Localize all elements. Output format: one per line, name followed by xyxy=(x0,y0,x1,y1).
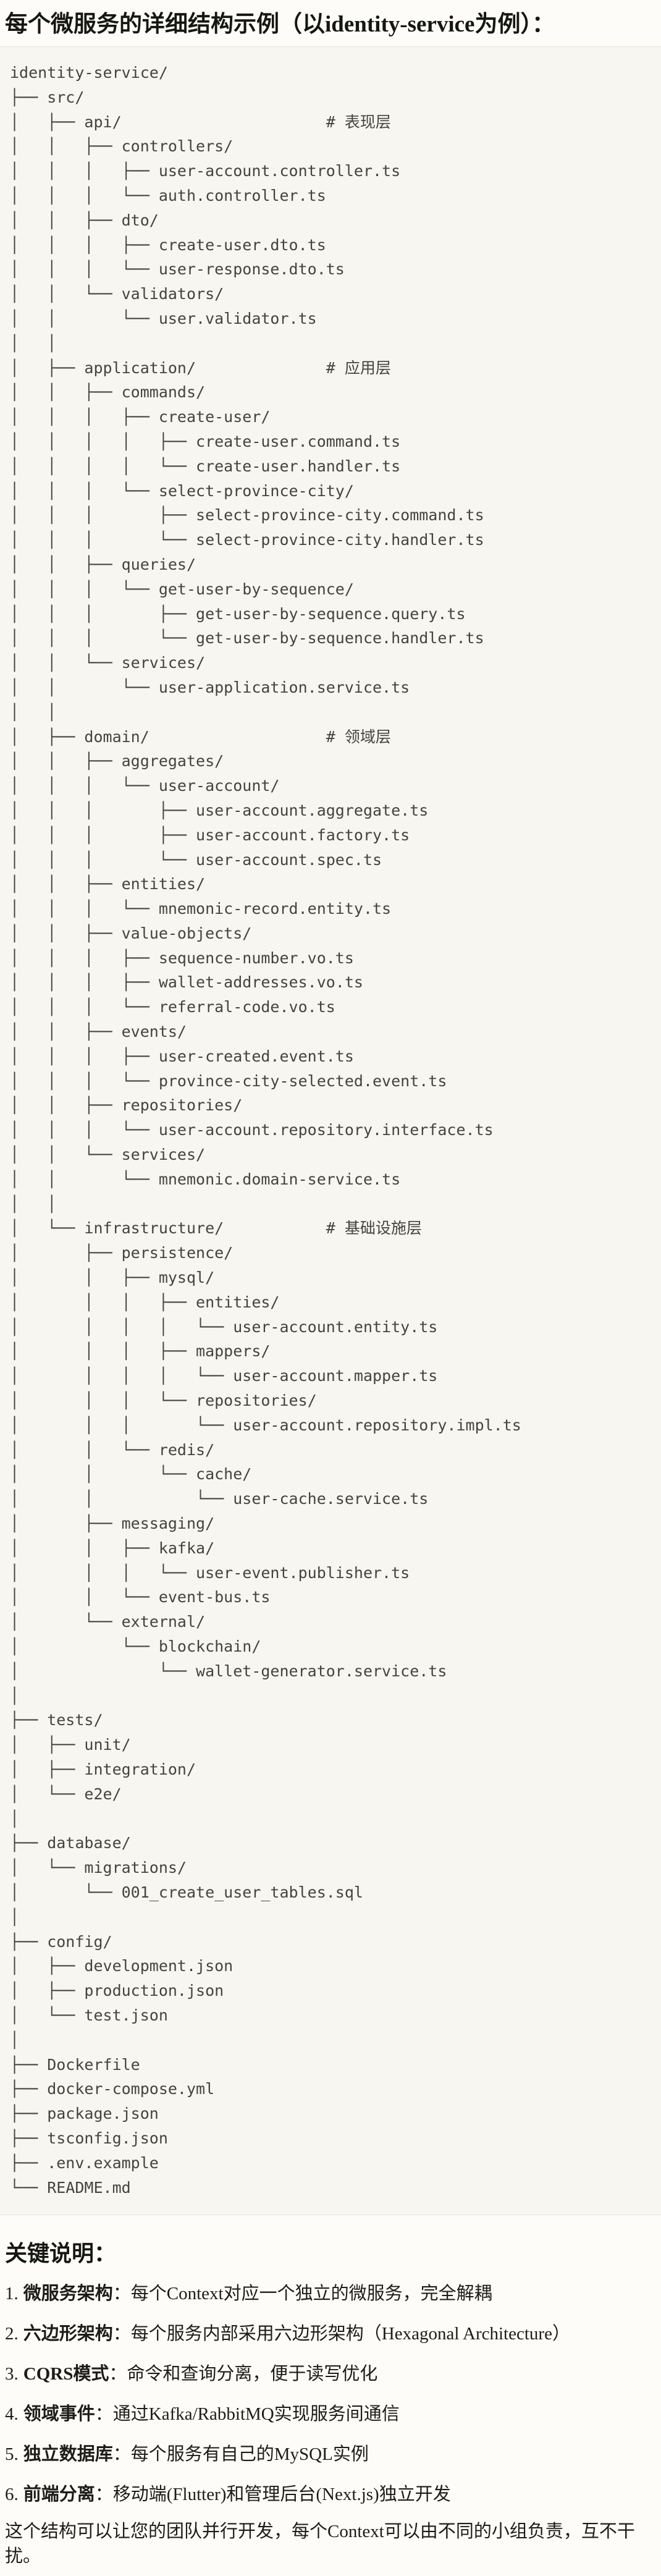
note-item: 3.CQRS模式：命令和查询分离，便于读写优化 xyxy=(5,2362,656,2386)
note-label: 六边形架构 xyxy=(23,2324,113,2344)
note-text: ：命令和查询分离，便于读写优化 xyxy=(109,2364,378,2384)
note-text: ：通过Kafka/RabbitMQ实现服务间通信 xyxy=(95,2404,400,2425)
note-item: 6.前端分离：移动端(Flutter)和管理后台(Next.js)独立开发 xyxy=(5,2482,656,2507)
note-number: 6. xyxy=(5,2485,19,2505)
note-item: 2.六边形架构：每个服务内部采用六边形架构（Hexagonal Architec… xyxy=(5,2321,656,2346)
note-number: 5. xyxy=(5,2444,19,2465)
note-label: 领域事件 xyxy=(23,2404,95,2425)
note-item: 4.领域事件：通过Kafka/RabbitMQ实现服务间通信 xyxy=(5,2402,656,2426)
note-item: 5.独立数据库：每个服务有自己的MySQL实例 xyxy=(5,2442,656,2467)
note-label: 前端分离 xyxy=(23,2485,95,2505)
note-text: ：每个Context对应一个独立的微服务，完全解耦 xyxy=(112,2284,492,2304)
note-text: ：移动端(Flutter)和管理后台(Next.js)独立开发 xyxy=(95,2485,451,2505)
note-item: 1.微服务架构：每个Context对应一个独立的微服务，完全解耦 xyxy=(5,2281,656,2306)
file-tree: identity-service/ ├── src/ │ ├── api/ # … xyxy=(10,64,521,2197)
note-label: CQRS模式 xyxy=(23,2364,109,2384)
note-number: 3. xyxy=(5,2364,19,2384)
note-text: ：每个服务内部采用六边形架构（Hexagonal Architecture） xyxy=(112,2324,570,2344)
note-text: ：每个服务有自己的MySQL实例 xyxy=(112,2444,369,2465)
note-label: 独立数据库 xyxy=(23,2444,113,2465)
page-title: 每个微服务的详细结构示例（以identity-service为例）： xyxy=(5,12,555,37)
note-label: 微服务架构 xyxy=(23,2284,113,2304)
note-number: 2. xyxy=(5,2324,19,2344)
note-number: 4. xyxy=(5,2404,19,2425)
document: 每个微服务的详细结构示例（以identity-service为例）： ident… xyxy=(0,12,661,2576)
closing-paragraph: 这个结构可以让您的团队并行开发，每个Context可以由不同的小组负责，互不干扰… xyxy=(5,2522,635,2567)
notes-heading: 关键说明： xyxy=(5,2241,117,2266)
note-number: 1. xyxy=(5,2284,19,2304)
code-block: identity-service/ ├── src/ │ ├── api/ # … xyxy=(0,46,661,2216)
